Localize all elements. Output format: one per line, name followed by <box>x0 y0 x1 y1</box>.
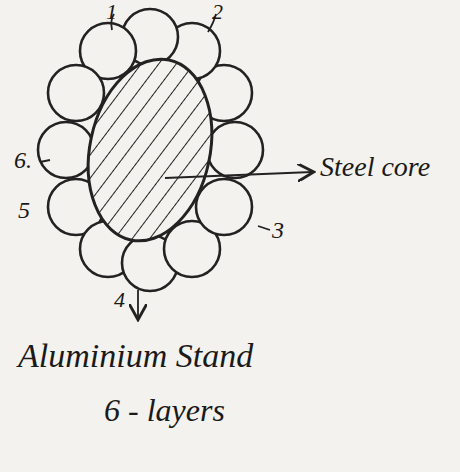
callout-number: 1 <box>106 0 136 23</box>
callout-number: 4 <box>114 288 144 311</box>
part-label: Aluminium Stand <box>18 338 438 374</box>
callout-number: 6. <box>14 148 48 173</box>
core-hatching <box>72 48 228 253</box>
callout-number: 5 <box>18 198 48 223</box>
callout-number: 3 <box>272 218 302 243</box>
aluminium-strands <box>38 9 263 291</box>
leader-lines <box>40 14 312 318</box>
steel-core <box>72 48 228 253</box>
part-label: Steel core <box>320 152 440 181</box>
callout-number: 2 <box>212 0 242 23</box>
part-label: 6 - layers <box>104 394 404 428</box>
